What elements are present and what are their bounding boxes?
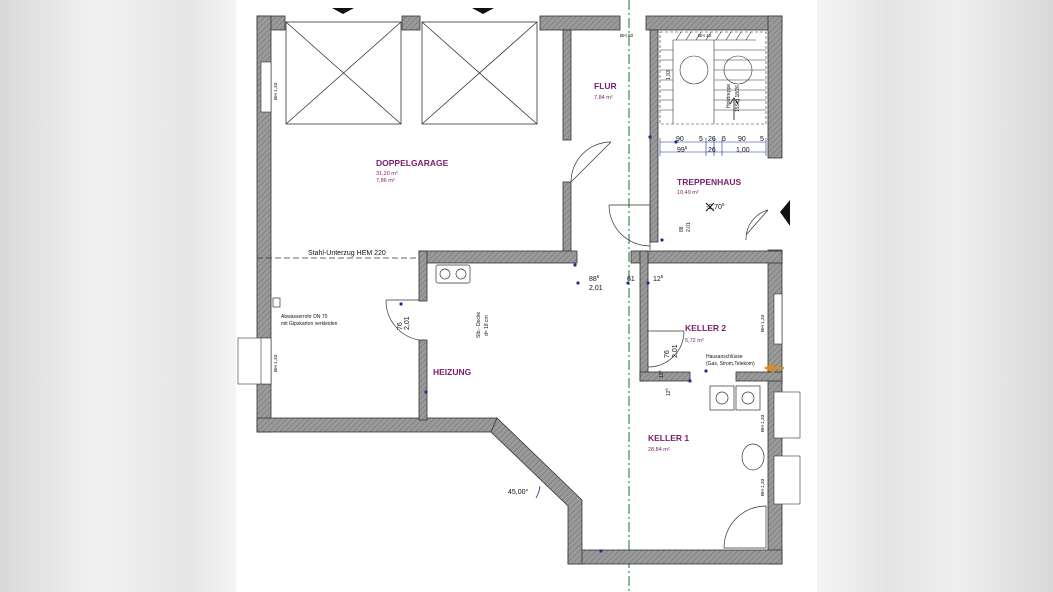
window-bh-left-top: BH 1,33 [273, 82, 279, 100]
pipe-label-1: Abwasserrohr DN 70 [281, 314, 328, 320]
stair-dim-top-5: 90 [738, 136, 746, 143]
outer-walls [256, 15, 783, 565]
floor-plan: DOPPELGARAGE 31,20 m² 7,86 m² FLUR 7,84 … [237, 0, 801, 592]
angle-arc [535, 485, 541, 499]
stair-dim-top-4: 5 [722, 136, 726, 143]
heizung-door-width: 76 [397, 322, 404, 330]
stair-dim-bottom-2: 26 [708, 147, 716, 154]
wall-61: 61 [627, 276, 635, 283]
garage-area-2: 7,86 m² [376, 178, 395, 184]
house-entry-arrow [780, 200, 790, 226]
fixtures [272, 264, 767, 549]
garage-entry-arrow-1 [332, 8, 354, 14]
stair-dim-bottom-1: 995 [677, 145, 688, 154]
keller2-name: KELLER 2 [685, 323, 726, 333]
window-bh-stair: BH 12 [698, 33, 712, 39]
heizung-name: HEIZUNG [433, 367, 472, 377]
background-blur-right [817, 0, 1053, 592]
treppenhaus-name: TREPPENHAUS [677, 177, 742, 187]
keller2-area: 5,72 m² [685, 338, 704, 344]
stair-direction-arrow [729, 97, 739, 120]
flur-door-width: 885 [589, 274, 600, 283]
inner-walls [418, 29, 783, 421]
floor-plan-sheet: DOPPELGARAGE 31,20 m² 7,86 m² FLUR 7,84 … [236, 0, 817, 592]
pipe-label-2: mit Gipskarton verkleiden [281, 321, 338, 327]
ceiling-label-2: d= 18 cm [484, 315, 490, 336]
stair-dim-top-2: 5 [699, 136, 703, 143]
window-bh-keller1-bottom: BH 1,33 [760, 478, 766, 496]
treppe-door-height: 2,01 [686, 222, 692, 232]
stair-dim-top-6: 5 [760, 136, 764, 143]
angle-value: 45,00° [508, 488, 529, 496]
background-blur-left [0, 0, 236, 592]
wall-12-low: 125 [664, 387, 672, 396]
doors [385, 141, 769, 368]
level-value: -2,705 [706, 202, 725, 211]
window-bh-keller1-top: BH 1,33 [760, 414, 766, 432]
window-bh-flur: BH 82 [620, 33, 634, 39]
window-bh-keller2: BH 1,33 [760, 314, 766, 332]
staircase [659, 31, 767, 125]
house-connection-arrow [763, 363, 784, 373]
stair-dim-top-1: 90 [676, 136, 684, 143]
keller1-area: 28,84 m² [648, 447, 670, 453]
stair-steps-label: 15Stg.18/26 [735, 85, 741, 112]
garage-area-1: 31,20 m² [376, 171, 398, 177]
garage-name: DOPPELGARAGE [376, 158, 449, 168]
treppe-door-width: 88 [679, 226, 685, 232]
treppenhaus-area: 10,49 m² [677, 190, 699, 196]
wall-12-left: 125 [657, 369, 665, 378]
garage-gates [285, 21, 538, 125]
ceiling-label-1: Stb.- Decke [476, 312, 482, 338]
stair-dim-label: 1,93 [666, 70, 672, 80]
stair-dimension-markers [659, 138, 767, 156]
window-bh-left-bottom: BH 1,33 [273, 354, 279, 372]
flur-area: 7,84 m² [594, 95, 613, 101]
stair-dim-top-3: 26 [708, 136, 716, 143]
keller1-name: KELLER 1 [648, 433, 689, 443]
wall-12: 125 [653, 274, 664, 283]
windows [237, 61, 801, 505]
flur-door-height: 2,01 [589, 285, 603, 292]
stair-label: Holztreppe [726, 84, 732, 108]
node-markers [399, 135, 708, 553]
house-connections-1: Hausanschlüsse [706, 354, 743, 360]
garage-entry-arrow-2 [472, 8, 494, 14]
house-connections-2: (Gas, Strom,Telekom) [706, 361, 755, 367]
keller2-door-width: 76 [664, 350, 671, 358]
flur-name: FLUR [594, 81, 617, 91]
keller2-door-height: 2,01 [672, 344, 679, 358]
heizung-door-height: 2,01 [404, 316, 411, 330]
stair-dim-bottom-3: 1,00 [736, 147, 750, 154]
beam-label: Stahl-Unterzug HEM 220 [308, 250, 386, 257]
level-marker [705, 202, 715, 212]
